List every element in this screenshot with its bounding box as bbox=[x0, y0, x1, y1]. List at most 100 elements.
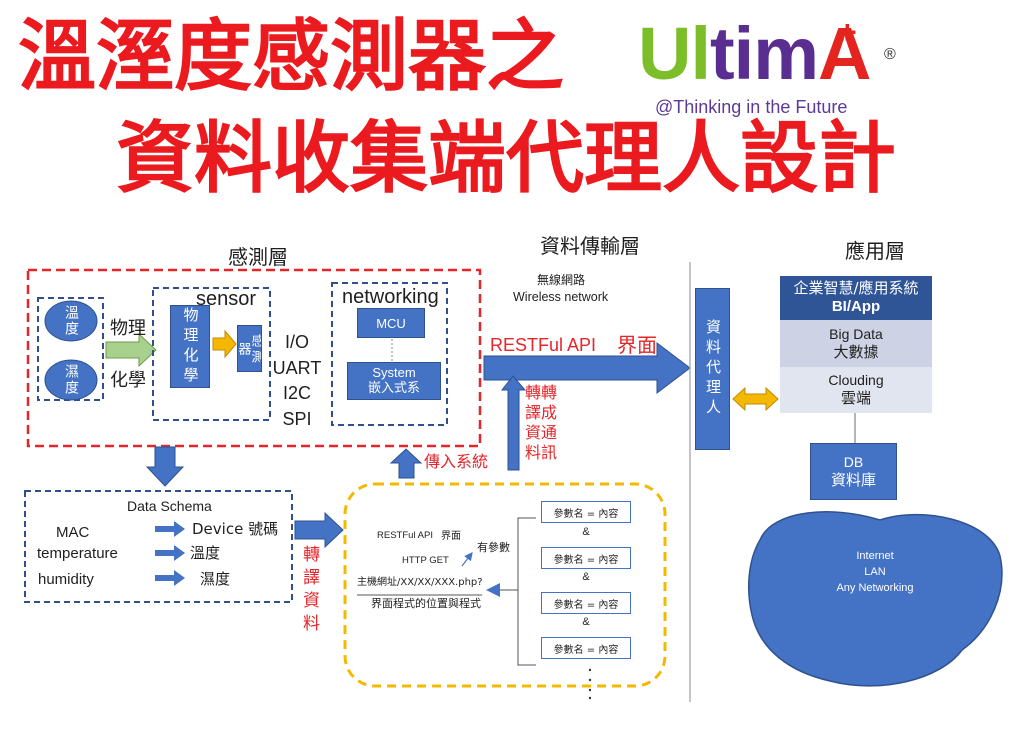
schema-humidity-arrow bbox=[155, 570, 185, 586]
param-separator: & bbox=[582, 616, 590, 628]
has-params-label: 有參數 bbox=[477, 541, 510, 554]
cloud-block: Clouding 雲端 bbox=[780, 367, 932, 413]
request-interface-label: 界面 bbox=[441, 531, 461, 542]
temperature-node bbox=[44, 300, 98, 342]
sensor-device-block: 感測器 bbox=[237, 325, 262, 372]
network-internet: Internet bbox=[856, 550, 894, 562]
params-continuation-dot bbox=[588, 668, 592, 672]
params-bracket bbox=[517, 517, 536, 666]
sensing-layer-boundary bbox=[26, 268, 482, 448]
restful-api-label: RESTFul API bbox=[490, 335, 597, 355]
logo-green-part: Ul bbox=[638, 12, 711, 95]
wireless-zh-label: 無線網路 bbox=[537, 273, 586, 287]
interface-i2c: I2C bbox=[282, 383, 311, 403]
chemistry-label: 化學 bbox=[110, 370, 146, 391]
temperature-node-label: 溫度 bbox=[63, 305, 79, 337]
registered-mark: ® bbox=[884, 46, 896, 63]
convert-up-arrow bbox=[500, 375, 527, 471]
physics-label: 物理 bbox=[110, 318, 146, 339]
bi-line1: 企業智慧/應用系統 bbox=[793, 279, 919, 298]
mcu-block: MCU bbox=[357, 308, 425, 338]
data-schema-title: Data Schema bbox=[127, 498, 212, 514]
sensor-group-label: sensor bbox=[196, 288, 257, 310]
sensing-to-schema-arrow bbox=[145, 446, 185, 487]
interface-io: I/O bbox=[284, 332, 309, 352]
network-cloud-labels: Internet LAN Any Networking bbox=[815, 548, 935, 596]
params-continuation-dot bbox=[588, 678, 592, 682]
db-en: DB bbox=[843, 453, 864, 470]
param-box: 參數名 = 內容 bbox=[541, 501, 631, 523]
wireless-en-label: Wireless network bbox=[513, 290, 609, 304]
big-data-zh: 大數據 bbox=[833, 342, 879, 361]
agent-app-double-arrow bbox=[732, 386, 779, 412]
system-en-label: System bbox=[372, 365, 416, 381]
cloud-zh: 雲端 bbox=[840, 389, 871, 408]
embedded-system-block: System 嵌入式系 bbox=[347, 362, 441, 400]
page-title-line1: 溫溼度感測器之 bbox=[18, 12, 565, 102]
phys-chem-block: 物理化學 bbox=[170, 305, 210, 388]
logo-red-part: A bbox=[818, 12, 871, 95]
system-zh-label: 嵌入式系 bbox=[367, 381, 420, 396]
network-any: Any Networking bbox=[836, 582, 914, 594]
interface-list: I/O UART I2C SPI bbox=[272, 330, 322, 432]
transport-layer-label: 資料傳輸層 bbox=[540, 234, 640, 258]
schema-temperature-arrow bbox=[155, 545, 185, 561]
param-separator: & bbox=[582, 571, 590, 583]
schema-target-humidity: 濕度 bbox=[200, 570, 231, 588]
params-pointer-triangle bbox=[486, 583, 500, 597]
translate-data-label: 轉譯資料 bbox=[299, 545, 319, 637]
sensor-group-boundary bbox=[152, 287, 271, 421]
restful-interface-label: 界面 bbox=[617, 333, 657, 357]
input-system-up-arrow bbox=[389, 448, 423, 479]
params-continuation-dot bbox=[588, 688, 592, 692]
schema-target-temperature: 溫度 bbox=[190, 544, 221, 562]
physics-chemistry-arrow bbox=[105, 332, 157, 368]
convert-annotation: 轉轉 譯成 資通 料訊 bbox=[525, 383, 558, 462]
data-agent-block: 資料代理人 bbox=[695, 288, 730, 450]
environment-group-boundary bbox=[37, 297, 104, 401]
schema-mac-arrow bbox=[155, 521, 185, 537]
logo-plus-mark: + bbox=[838, 14, 857, 50]
cloud-en: Clouding bbox=[828, 372, 884, 389]
application-layer-label: 應用層 bbox=[845, 239, 905, 263]
param-box: 參數名 = 內容 bbox=[541, 592, 631, 614]
bi-line2: BI/App bbox=[831, 298, 881, 315]
network-lan: LAN bbox=[864, 566, 886, 578]
schema-target-device: Device 號碼 bbox=[192, 520, 279, 538]
db-zh: 資料庫 bbox=[830, 470, 876, 489]
request-url-label: 主機網址/XX/XX/XXX.php? bbox=[357, 577, 483, 588]
interface-uart: UART bbox=[272, 357, 322, 378]
sensor-internal-arrow bbox=[212, 329, 237, 359]
database-block: DB 資料庫 bbox=[810, 443, 897, 500]
data-schema-boundary bbox=[24, 490, 293, 603]
param-separator: & bbox=[582, 526, 590, 538]
humidity-node bbox=[44, 359, 98, 401]
request-url-description: 界面程式的位置與程式 bbox=[371, 597, 481, 610]
big-data-block: Big Data 大數據 bbox=[780, 320, 932, 367]
big-data-en: Big Data bbox=[829, 325, 883, 342]
schema-to-request-arrow bbox=[294, 511, 344, 549]
networking-group-boundary bbox=[331, 282, 448, 426]
logo-purple-part: tim bbox=[710, 12, 819, 95]
http-get-label: HTTP GET bbox=[402, 555, 449, 566]
schema-source-temperature: temperature bbox=[37, 545, 118, 562]
param-box: 參數名 = 內容 bbox=[541, 547, 631, 569]
schema-source-humidity: humidity bbox=[38, 571, 94, 588]
page-title-line2: 資料收集端代理人設計 bbox=[116, 114, 897, 204]
network-cloud-blob bbox=[747, 511, 1003, 687]
schema-source-mac: MAC bbox=[56, 524, 90, 541]
request-restful-label: RESTFul API bbox=[377, 530, 433, 541]
request-format-boundary bbox=[343, 482, 667, 688]
param-box: 參數名 = 內容 bbox=[541, 637, 631, 659]
logo-tagline: @Thinking in the Future bbox=[655, 97, 848, 117]
interface-spi: SPI bbox=[282, 408, 312, 429]
bi-app-block: 企業智慧/應用系統 BI/App bbox=[780, 276, 932, 320]
humidity-node-label: 濕度 bbox=[63, 364, 79, 396]
has-params-arrow bbox=[461, 552, 473, 567]
sensing-layer-label: 感測層 bbox=[228, 245, 288, 269]
networking-group-label: networking bbox=[342, 286, 439, 308]
brand-logo: UltimA bbox=[638, 12, 871, 96]
input-system-label: 傳入系統 bbox=[424, 452, 489, 471]
